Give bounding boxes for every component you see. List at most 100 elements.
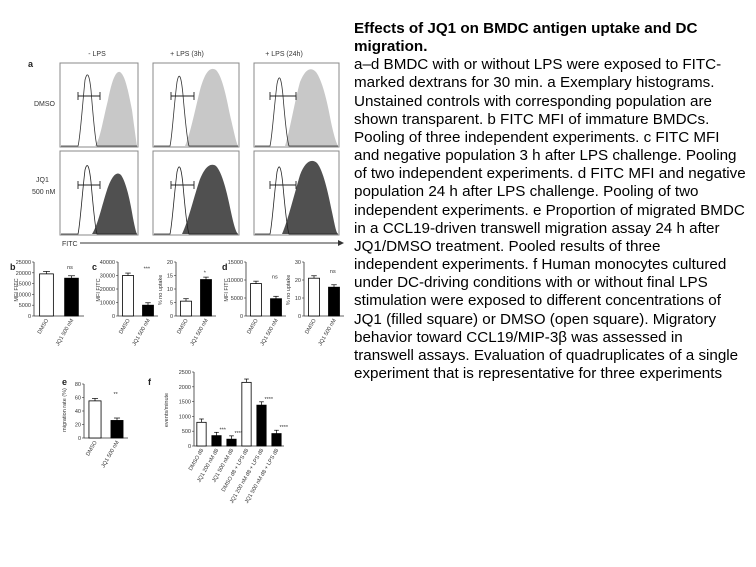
- histogram-fill: [255, 69, 338, 146]
- histogram-fill: [61, 173, 137, 234]
- y-tick-label: 20: [167, 260, 173, 266]
- panel-b-letter: b: [10, 262, 16, 272]
- caption-title: Effects of JQ1 on BMDC antigen uptake an…: [354, 20, 698, 56]
- bar: [180, 300, 192, 317]
- panel-d-ylabel: MFI FITC: [224, 278, 230, 301]
- caption-body: a–d BMDC with or without LPS were expose…: [354, 56, 746, 382]
- panel-a-letter: a: [28, 59, 34, 69]
- y-tick-label: 10: [295, 296, 301, 302]
- x-tick-label: DMSO: [176, 317, 190, 335]
- panel-f-letter: f: [148, 377, 152, 387]
- y-tick-label: 10000: [228, 278, 243, 284]
- y-tick-label: 0: [28, 314, 31, 320]
- x-tick-label: JQ1 500 nM: [260, 318, 280, 347]
- bar: [196, 421, 207, 447]
- col-label-lps-24h: + LPS (24h): [265, 51, 303, 58]
- x-tick-label: DMSO: [37, 317, 51, 335]
- y-tick-label: 1500: [179, 400, 191, 406]
- row-label-dmso: DMSO: [34, 101, 56, 108]
- significance-label: ****: [280, 425, 289, 431]
- y-tick-label: 30: [295, 260, 301, 266]
- y-tick-label: 0: [298, 314, 301, 320]
- y-tick-label: 0: [78, 436, 81, 442]
- x-tick-label: JQ1 500 nM: [318, 318, 338, 347]
- gate-marker: [170, 181, 195, 189]
- histogram-dmso-no-lps: [59, 62, 139, 148]
- bar: [110, 420, 124, 439]
- y-tick-label: 2000: [179, 385, 191, 391]
- significance-label: ***: [144, 267, 151, 273]
- histogram-dmso-lps-24h: [253, 62, 340, 148]
- bar: [256, 404, 267, 447]
- y-tick-label: 15000: [228, 260, 243, 266]
- significance-label: ****: [235, 431, 244, 437]
- histogram-jq1-lps-24h: [253, 150, 340, 236]
- x-tick-label: JQ1 500 nM: [55, 318, 75, 347]
- fitc-axis-label: FITC: [62, 241, 78, 248]
- y-tick-label: 0: [240, 314, 243, 320]
- y-tick-label: 1000: [179, 414, 191, 420]
- y-tick-label: 10: [167, 287, 173, 293]
- significance-label: ns: [67, 265, 73, 271]
- figure-caption: Effects of JQ1 on BMDC antigen uptake an…: [354, 20, 746, 383]
- histogram-outline: [255, 77, 338, 147]
- col-label-no-lps: - LPS: [88, 51, 106, 58]
- significance-label: **: [114, 392, 119, 398]
- bar: [270, 298, 282, 317]
- panel-c-ylabel2: % no uptake: [158, 275, 164, 306]
- panel-c-ylabel: MFI FITC: [96, 278, 102, 301]
- y-tick-label: 20: [295, 278, 301, 284]
- figure: a - LPS + LPS (3h) + LPS (24h) DMSO JQ1 …: [10, 51, 344, 505]
- significance-label: ***: [220, 427, 227, 433]
- histogram-outline: [61, 165, 137, 235]
- y-tick-label: 60: [75, 396, 81, 402]
- bar: [226, 438, 237, 447]
- col-label-lps-3h: + LPS (3h): [170, 51, 204, 58]
- x-tick-label: JQ1 500 nM: [101, 440, 121, 469]
- gate-marker: [269, 181, 297, 189]
- histogram-outline: [154, 75, 238, 147]
- significance-label: ns: [330, 269, 336, 275]
- bar: [122, 275, 134, 317]
- y-tick-label: 0: [112, 314, 115, 320]
- bar: [328, 286, 340, 317]
- x-tick-label: DMSO: [304, 317, 318, 335]
- gate-marker: [77, 92, 101, 100]
- y-tick-label: 20000: [100, 287, 115, 293]
- histogram-fill: [154, 68, 238, 146]
- y-tick-label: 10000: [100, 301, 115, 307]
- histogram-jq1-lps-3h: [152, 150, 240, 236]
- gate-marker: [269, 92, 297, 100]
- panel-e-ylabel: migration rate (%): [62, 388, 68, 432]
- bar: [211, 435, 222, 447]
- bar: [64, 277, 79, 317]
- y-tick-label: 80: [75, 382, 81, 388]
- y-tick-label: 30000: [100, 274, 115, 280]
- panel-d-letter: d: [222, 262, 228, 272]
- significance-label: *: [204, 271, 207, 277]
- row-label-500nm: 500 nM: [32, 189, 56, 196]
- y-tick-label: 15: [167, 274, 173, 280]
- panel-f-ylabel: events/minute: [164, 393, 170, 427]
- significance-label: ns: [272, 275, 278, 281]
- histogram-dmso-lps-3h: [152, 62, 240, 148]
- y-tick-label: 500: [182, 429, 191, 435]
- y-tick-label: 5000: [19, 303, 31, 309]
- y-tick-label: 2500: [179, 370, 191, 376]
- panel-b-ylabel: MFI FITC: [14, 278, 20, 301]
- x-tick-label: DMSO: [118, 317, 132, 335]
- bar: [271, 433, 282, 447]
- y-tick-label: 40000: [100, 260, 115, 266]
- bar: [250, 283, 262, 317]
- x-tick-label: JQ1 500 nM: [190, 318, 210, 347]
- y-tick-label: 20000: [16, 271, 31, 277]
- y-tick-label: 0: [188, 444, 191, 450]
- histogram-outline: [61, 74, 137, 147]
- y-tick-label: 15000: [16, 282, 31, 288]
- histogram-jq1-no-lps: [59, 150, 139, 236]
